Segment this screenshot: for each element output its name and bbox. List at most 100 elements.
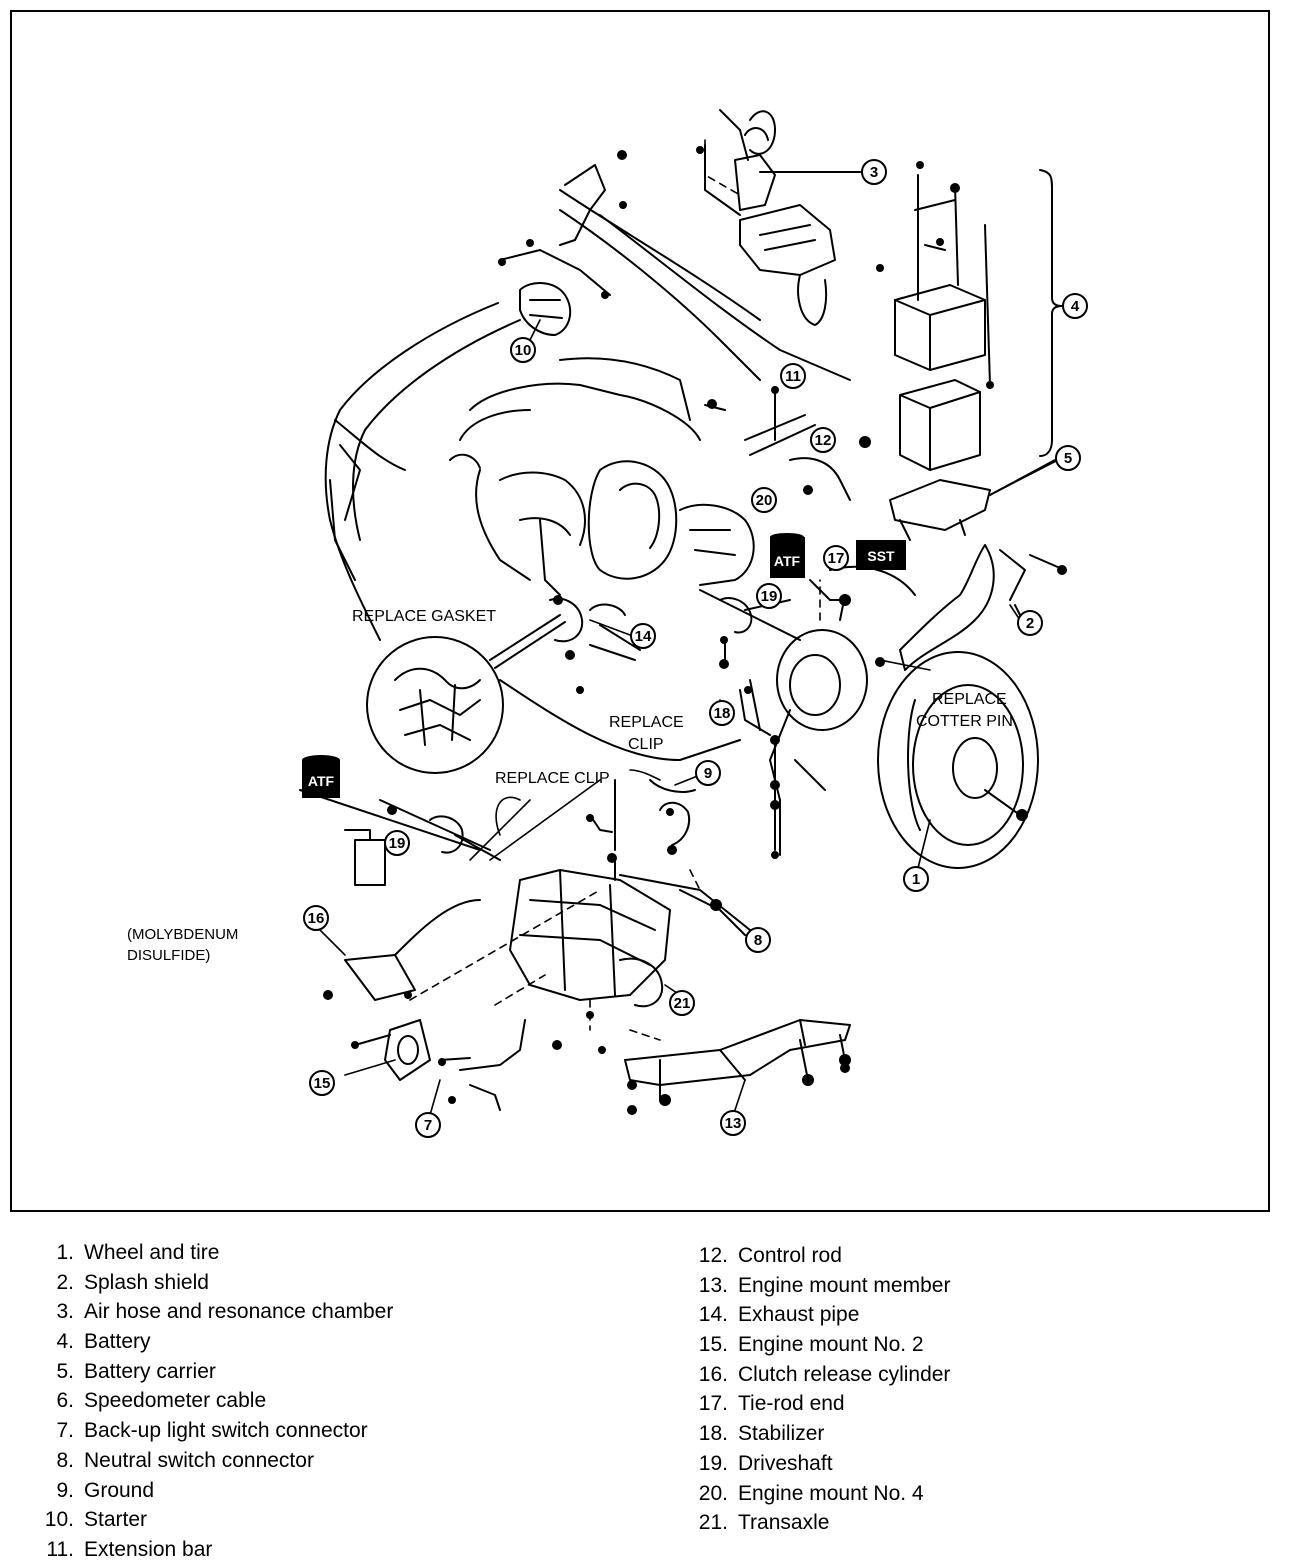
svg-text:4: 4 bbox=[1071, 298, 1080, 315]
legend-item: 2.Splash shield bbox=[56, 1270, 209, 1294]
callout-15: 15 bbox=[309, 1070, 335, 1096]
wheel-and-tire bbox=[877, 651, 1039, 869]
battery-carrier bbox=[889, 459, 1056, 541]
exhaust-pipe bbox=[489, 597, 641, 669]
alignment-lines bbox=[409, 139, 821, 1041]
svg-text:10: 10 bbox=[515, 342, 532, 359]
svg-text:2: 2 bbox=[1026, 615, 1034, 632]
svg-text:8: 8 bbox=[754, 932, 762, 949]
air-hose-and-resonance-chamber bbox=[704, 109, 861, 326]
note-replace-cotter-line2: COTTER PIN bbox=[916, 713, 1013, 730]
legend-item: 7.Back-up light switch connector bbox=[56, 1419, 368, 1443]
svg-text:17: 17 bbox=[828, 550, 845, 567]
svg-text:ATF: ATF bbox=[774, 553, 801, 569]
callout-12: 12 bbox=[810, 427, 836, 453]
legend-item: 20.Engine mount No. 4 bbox=[698, 1481, 924, 1505]
svg-text:21: 21 bbox=[674, 995, 691, 1012]
note-replace-clip-line1: REPLACE bbox=[609, 714, 684, 731]
svg-text:16: 16 bbox=[308, 910, 325, 927]
gasket-detail-inset bbox=[366, 636, 504, 774]
callout-3: 3 bbox=[861, 159, 887, 185]
legend-item: 3.Air hose and resonance chamber bbox=[56, 1300, 394, 1324]
vehicle-body-outline bbox=[324, 189, 851, 761]
callout-5: 5 bbox=[1055, 445, 1081, 471]
leader-lines bbox=[319, 171, 1059, 1116]
legend-item: 14.Exhaust pipe bbox=[698, 1303, 860, 1327]
legend-item: 4.Battery bbox=[56, 1330, 151, 1354]
svg-text:13: 13 bbox=[725, 1115, 742, 1132]
callout-markers: 1 2 3 4 5 8 7 9 10 11 12 13 14 15 16 17 … bbox=[303, 159, 1088, 1138]
legend-item: 11.Extension bar bbox=[46, 1537, 213, 1561]
callout-20: 20 bbox=[751, 487, 777, 513]
note-molybdenum-line1: (MOLYBDENUM bbox=[127, 926, 238, 943]
starter bbox=[499, 164, 611, 336]
callout-11: 11 bbox=[780, 363, 806, 389]
legend-item: 15.Engine mount No. 2 bbox=[698, 1333, 924, 1357]
svg-text:SST: SST bbox=[867, 548, 895, 564]
driveshaft-lower bbox=[299, 789, 501, 861]
callout-21: 21 bbox=[669, 990, 695, 1016]
parts-legend-right: 12.Control rod 13.Engine mount member 14… bbox=[690, 1241, 951, 1538]
svg-text:7: 7 bbox=[424, 1117, 432, 1134]
svg-text:ATF: ATF bbox=[308, 773, 335, 789]
svg-text:5: 5 bbox=[1064, 450, 1072, 467]
legend-item: 1.Wheel and tire bbox=[56, 1241, 220, 1264]
callout-14: 14 bbox=[630, 623, 656, 649]
driveshaft-upper bbox=[699, 589, 801, 641]
engine-mount-no-2 bbox=[354, 1019, 431, 1081]
engine-assembly bbox=[449, 357, 755, 596]
steering-knuckle bbox=[769, 594, 868, 801]
svg-text:19: 19 bbox=[389, 835, 406, 852]
diagram-notes: REPLACE GASKET REPLACE CLIP REPLACE CLIP… bbox=[127, 608, 1013, 964]
note-replace-clip-line2: CLIP bbox=[628, 736, 664, 753]
legend-item: 9.Ground bbox=[56, 1478, 155, 1502]
callout-7: 7 bbox=[415, 1112, 441, 1138]
parts-legend-left: 1.Wheel and tire 2.Splash shield 3.Air h… bbox=[40, 1238, 394, 1565]
callout-8: 8 bbox=[745, 927, 771, 953]
legend-item: 21.Transaxle bbox=[698, 1511, 830, 1535]
figure-frame bbox=[10, 10, 1270, 1212]
fasteners bbox=[323, 146, 1067, 1115]
note-replace-cotter-line1: REPLACE bbox=[932, 691, 1007, 708]
note-replace-gasket: REPLACE GASKET bbox=[352, 608, 496, 625]
svg-text:18: 18 bbox=[714, 705, 731, 722]
svg-text:19: 19 bbox=[761, 588, 778, 605]
clutch-release-cylinder bbox=[344, 829, 481, 1001]
svg-text:15: 15 bbox=[314, 1075, 331, 1092]
legend-item: 13.Engine mount member bbox=[698, 1273, 951, 1297]
callout-13: 13 bbox=[720, 1110, 746, 1136]
sst-tag: SST bbox=[856, 540, 906, 570]
callout-18: 18 bbox=[709, 700, 735, 726]
transaxle bbox=[509, 869, 751, 1008]
callout-19-lower: 19 bbox=[384, 830, 410, 856]
svg-text:20: 20 bbox=[756, 492, 773, 509]
callout-10: 10 bbox=[510, 337, 536, 363]
legend-item: 8.Neutral switch connector bbox=[56, 1448, 314, 1472]
svg-text:14: 14 bbox=[635, 628, 652, 645]
engine-mount-member bbox=[624, 1019, 851, 1101]
legend-item: 16.Clutch release cylinder bbox=[698, 1362, 951, 1386]
callout-2: 2 bbox=[1017, 610, 1043, 636]
legend-item: 10.Starter bbox=[44, 1508, 148, 1532]
callout-16: 16 bbox=[303, 905, 329, 931]
splash-shield bbox=[899, 544, 1061, 671]
callout-1: 1 bbox=[903, 866, 929, 892]
atf-tag-lower: ATF bbox=[302, 755, 340, 798]
svg-text:11: 11 bbox=[785, 368, 801, 385]
callout-9: 9 bbox=[695, 760, 721, 786]
svg-text:3: 3 bbox=[870, 164, 878, 181]
legend-item: 12.Control rod bbox=[698, 1244, 842, 1267]
callout-19-upper: 19 bbox=[756, 583, 782, 609]
exploded-view-diagram: 1 2 3 4 5 8 7 9 10 11 12 13 14 15 16 17 … bbox=[127, 109, 1088, 1138]
battery-group-bracket bbox=[1039, 169, 1063, 457]
battery bbox=[894, 174, 991, 471]
svg-text:1: 1 bbox=[912, 871, 920, 888]
legend-item: 5.Battery carrier bbox=[56, 1359, 216, 1383]
note-replace-clip-2: REPLACE CLIP bbox=[495, 770, 610, 787]
callout-4: 4 bbox=[1062, 293, 1088, 319]
svg-text:9: 9 bbox=[704, 765, 712, 782]
svg-text:12: 12 bbox=[815, 432, 832, 449]
callout-17: 17 bbox=[823, 545, 849, 571]
legend-item: 19.Driveshaft bbox=[698, 1451, 833, 1475]
atf-tag-upper: ATF bbox=[770, 533, 805, 578]
